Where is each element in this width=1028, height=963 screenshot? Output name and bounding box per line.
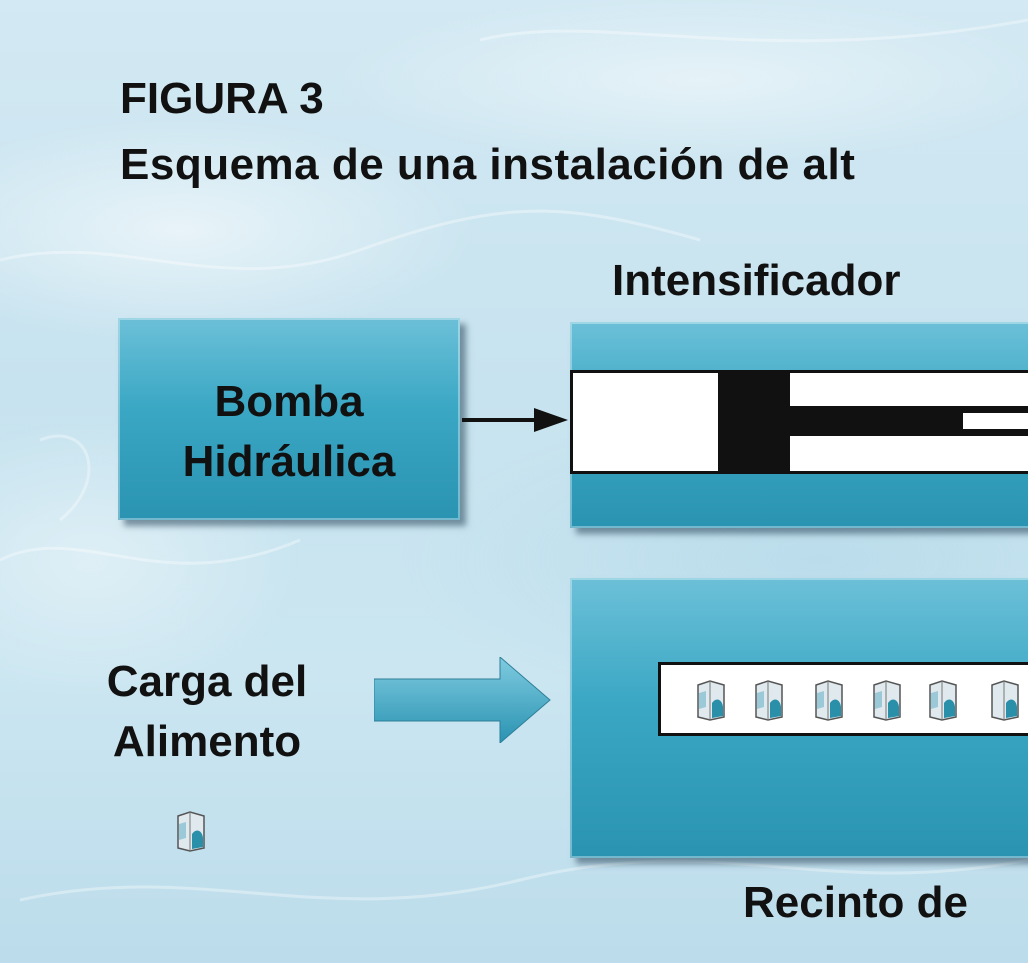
load-label-line2: Alimento	[112, 717, 302, 766]
block-arrow-right-icon	[374, 657, 551, 743]
pressure-chamber-label: Recinto de	[743, 878, 968, 927]
figure-label: FIGURA 3	[120, 74, 324, 123]
load-label-line1: Carga del	[106, 657, 308, 706]
food-package-icon	[177, 811, 205, 852]
food-package-icon	[815, 680, 843, 721]
food-package-icon	[991, 680, 1019, 721]
piston-head	[718, 371, 790, 473]
intensifier-piston-diagram	[570, 370, 1028, 474]
food-package-icon	[873, 680, 901, 721]
arrow-right-icon	[462, 408, 568, 432]
figure-title: Esquema de una instalación de alt	[120, 140, 856, 189]
food-package-icon	[755, 680, 783, 721]
food-tray	[658, 662, 1028, 736]
hydraulic-pump-label: Bomba Hidráulica	[118, 372, 460, 492]
food-load-label: Carga del Alimento	[78, 652, 336, 772]
pump-label-line1: Bomba	[214, 377, 364, 426]
hydraulic-pump-box	[118, 318, 460, 520]
intensifier-label: Intensificador	[612, 256, 901, 305]
food-package-icon	[697, 680, 725, 721]
food-package-icon	[929, 680, 957, 721]
pump-label-line2: Hidráulica	[182, 437, 396, 486]
